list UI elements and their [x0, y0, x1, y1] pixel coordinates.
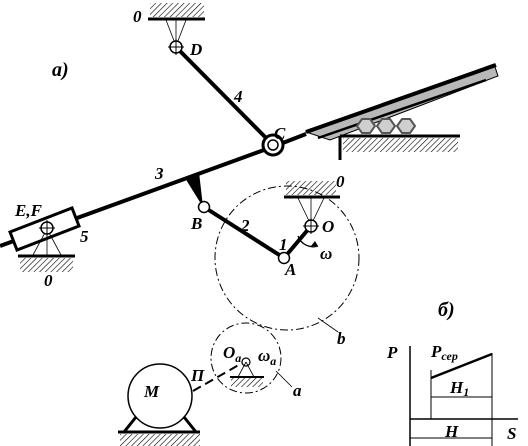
- label-o: O: [322, 217, 334, 236]
- label-omega-a: ωa: [258, 346, 276, 368]
- label-zero-top: 0: [133, 7, 142, 26]
- joints: [39, 39, 319, 265]
- link-1: [282, 224, 313, 260]
- label-h: H: [444, 422, 459, 441]
- label-link-4: 4: [233, 87, 243, 106]
- labels: а) б) 0 D 4 C 3 0 O E,F 5 0 B 2 1 A ω b …: [14, 7, 516, 443]
- label-d: D: [189, 40, 202, 59]
- label-zero-left: 0: [44, 271, 53, 290]
- link-3-bracket: [185, 172, 203, 207]
- workpieces: [355, 118, 417, 134]
- label-link-3: 3: [154, 164, 164, 183]
- label-b-circle: b: [337, 329, 346, 348]
- joint-b: [197, 200, 211, 214]
- label-s-axis: S: [507, 424, 516, 443]
- label-p-ser: Pсер: [430, 342, 458, 363]
- link-2: [202, 205, 286, 260]
- gear-a: [210, 322, 293, 394]
- label-a-joint: A: [284, 260, 296, 279]
- label-fig-a: а): [52, 59, 69, 81]
- drive-line: [192, 361, 245, 392]
- omega-arrow: [297, 235, 319, 248]
- label-link-2: 2: [240, 216, 250, 235]
- label-link-5: 5: [80, 227, 89, 246]
- label-zero-mid: 0: [336, 172, 345, 191]
- press-slider: [304, 63, 499, 160]
- motor-m: [118, 363, 200, 446]
- label-ef: E,F: [14, 201, 43, 220]
- label-link-1: 1: [279, 235, 288, 254]
- label-oa: Oa: [223, 343, 241, 365]
- joint-a: [277, 251, 291, 265]
- label-m: M: [143, 382, 160, 401]
- label-b: B: [190, 214, 202, 233]
- label-fig-b: б): [438, 299, 455, 321]
- label-a-gear: a: [293, 381, 302, 400]
- label-c: C: [274, 124, 286, 143]
- label-p-gear: П: [190, 366, 205, 385]
- label-omega: ω: [320, 244, 332, 263]
- graph-b: [409, 346, 518, 446]
- link-4: [174, 45, 275, 147]
- label-h1: H1: [449, 378, 469, 399]
- label-p-axis: P: [386, 343, 398, 362]
